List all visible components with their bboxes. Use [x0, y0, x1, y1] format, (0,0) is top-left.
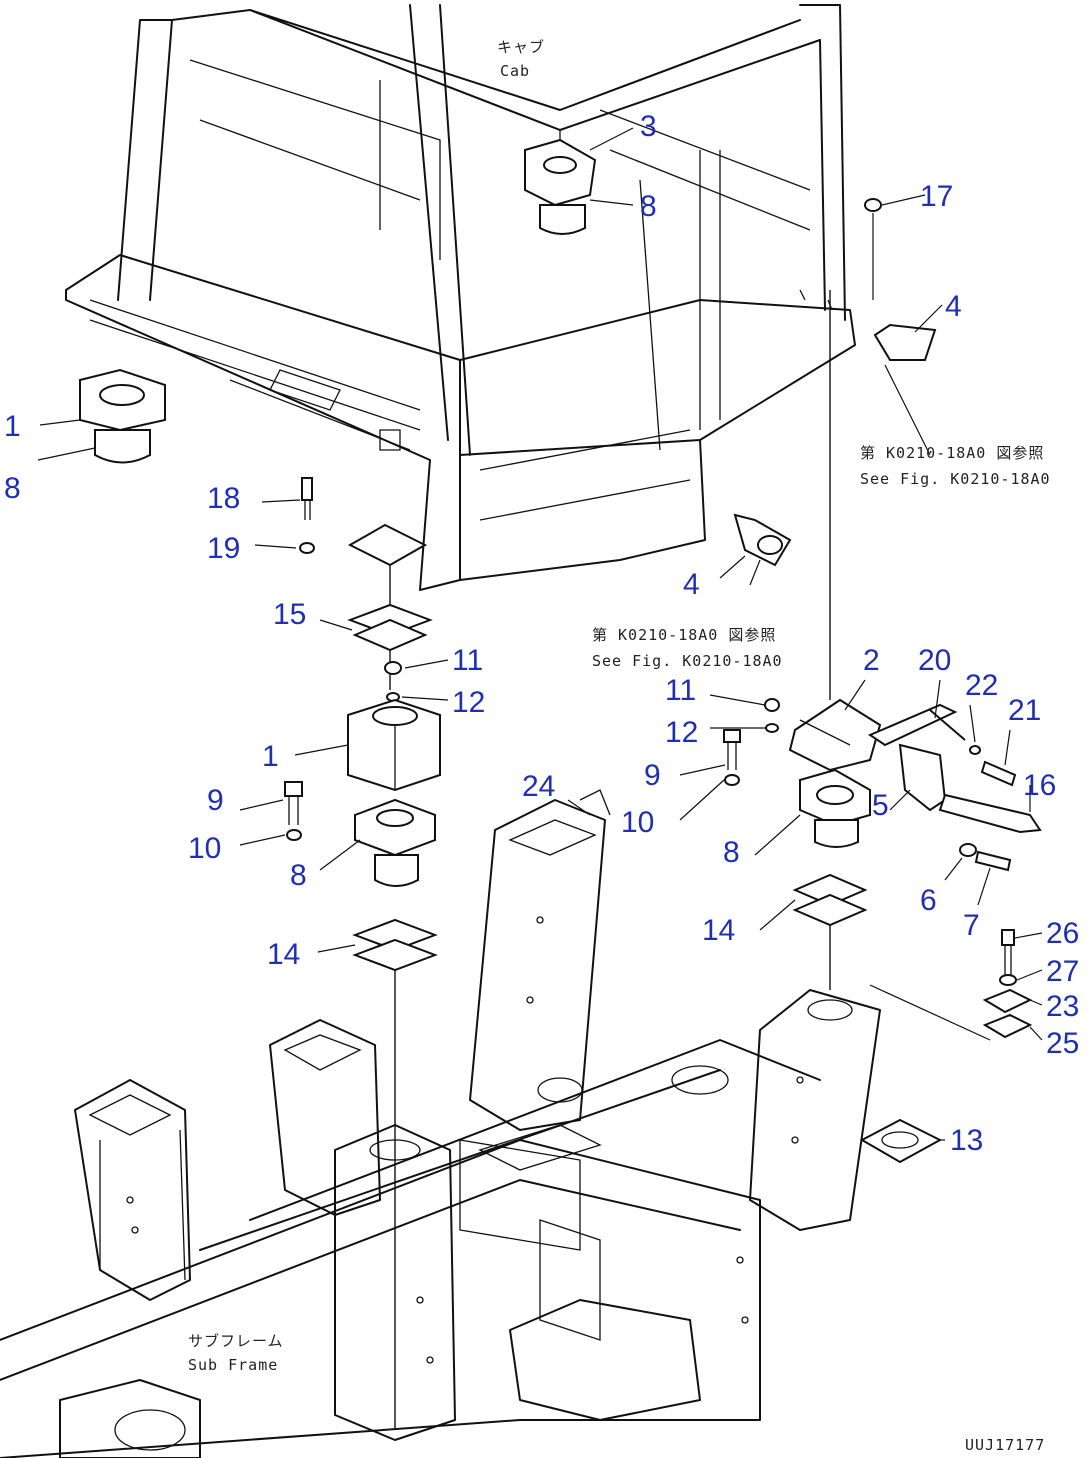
- callout-18: 18: [207, 482, 240, 515]
- callout-27: 27: [1046, 955, 1079, 988]
- callout-9-right: 9: [644, 759, 661, 792]
- callout-6: 6: [920, 884, 937, 917]
- callout-22: 22: [965, 669, 998, 702]
- callout-15: 15: [273, 598, 306, 631]
- callout-21: 21: [1008, 694, 1041, 727]
- callout-1-center: 1: [262, 740, 279, 773]
- callout-25: 25: [1046, 1027, 1079, 1060]
- callout-4-upper: 4: [945, 290, 962, 323]
- callout-8-right: 8: [723, 836, 740, 869]
- annotations: キャブ Cab 第 K0210-18A0 図参照 See Fig. K0210-…: [188, 38, 1051, 1454]
- see-fig-lower-jp: 第 K0210-18A0 図参照: [592, 626, 776, 644]
- cab-label-en: Cab: [500, 62, 530, 80]
- callout-5: 5: [872, 789, 889, 822]
- callout-12-right: 12: [665, 716, 698, 749]
- callout-3: 3: [640, 110, 657, 143]
- callout-16: 16: [1023, 769, 1056, 802]
- callout-11-right: 11: [665, 674, 696, 707]
- callout-8-upper-rear: 8: [640, 190, 657, 223]
- callout-12-left: 12: [452, 686, 485, 719]
- callout-10-right: 10: [621, 806, 654, 839]
- see-fig-upper-jp: 第 K0210-18A0 図参照: [860, 444, 1044, 462]
- sub-frame: [0, 789, 881, 1458]
- callout-9-left: 9: [207, 784, 224, 817]
- cab-structure: [65, 4, 856, 591]
- subframe-label-jp: サブフレーム: [188, 1332, 284, 1350]
- callout-19: 19: [207, 532, 240, 565]
- left-mount-stack: [284, 477, 441, 1430]
- callout-8-front-left: 8: [4, 472, 21, 505]
- callout-2: 2: [863, 644, 880, 677]
- callout-14-right: 14: [702, 914, 735, 947]
- callout-13: 13: [950, 1124, 983, 1157]
- leader-lines: [37, 127, 1043, 1141]
- callout-11-left: 11: [452, 644, 483, 677]
- callout-23: 23: [1046, 990, 1079, 1023]
- callout-10-left: 10: [188, 832, 221, 865]
- subframe-label-en: Sub Frame: [188, 1356, 278, 1374]
- callout-1-front-left: 1: [4, 410, 21, 443]
- callout-numbers: 1 8 3 8 17 4 18 19 4 15 11 12 1 9 10 8 1…: [4, 110, 1079, 1157]
- callout-8-center: 8: [290, 859, 307, 892]
- callout-14-left: 14: [267, 938, 300, 971]
- callout-24: 24: [522, 770, 555, 803]
- callout-20: 20: [918, 644, 951, 677]
- see-fig-upper-en: See Fig. K0210-18A0: [860, 470, 1051, 488]
- cab-label-jp: キャブ: [497, 38, 545, 56]
- callout-4-lower: 4: [683, 568, 700, 601]
- callout-26: 26: [1046, 917, 1079, 950]
- callout-17: 17: [920, 180, 953, 213]
- see-fig-lower-en: See Fig. K0210-18A0: [592, 652, 783, 670]
- callout-7: 7: [963, 909, 980, 942]
- figure-code: UUJ17177: [965, 1436, 1045, 1454]
